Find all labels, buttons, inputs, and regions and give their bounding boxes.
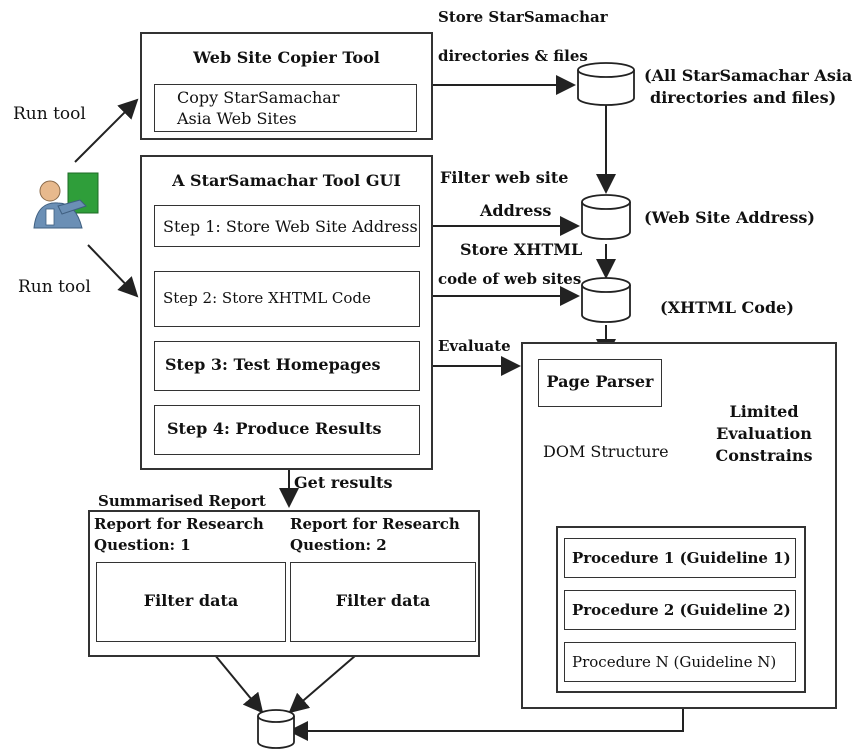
step2-label: Step 2: Store XHTML Code [163, 289, 371, 307]
summarised-report-title: Summarised Report [98, 492, 266, 510]
limited-label-line2: Evaluation [716, 424, 812, 443]
step4-box: Step 4: Produce Results [154, 405, 420, 455]
db-all-label-line2: directories and files) [650, 88, 837, 107]
step4-label: Step 4: Produce Results [167, 419, 382, 438]
run-tool-label-top: Run tool [13, 104, 86, 124]
store-directories-label-line1: Store StarSamachar [438, 8, 608, 26]
procedure-1-label: Procedure 1 (Guideline 1) [572, 549, 791, 567]
get-results-label: Get results [294, 473, 393, 492]
procedure-n-box: Procedure N (Guideline N) [564, 642, 796, 682]
database-xhtml-icon [581, 277, 631, 323]
summarised-report-box: Report for Research Question: 1 Report f… [88, 510, 480, 657]
copy-web-sites-box: Copy StarSamachar Asia Web Sites [154, 84, 417, 132]
filter-data-box-2: Filter data [290, 562, 476, 642]
dom-structure-label: DOM Structure [543, 442, 669, 461]
arrow-evaluator-to-db-bottom [288, 708, 684, 741]
report-q1-label-line2: Question: 1 [94, 536, 191, 554]
procedure-1-box: Procedure 1 (Guideline 1) [564, 538, 796, 578]
user-person-icon [33, 172, 99, 229]
limited-label-line3: Constrains [715, 446, 813, 465]
step3-label: Step 3: Test Homepages [165, 355, 381, 374]
limited-label-line1: Limited [729, 402, 799, 421]
filter-data-label-1: Filter data [143, 591, 239, 610]
store-xhtml-label-line2: code of web sites [438, 270, 582, 288]
database-all-icon [577, 62, 635, 106]
procedure-n-label: Procedure N (Guideline N) [572, 653, 777, 671]
arrow-run-tool-copier [74, 98, 139, 163]
db-web-address-label: (Web Site Address) [644, 208, 815, 227]
filter-web-site-label-line1: Filter web site [440, 168, 569, 187]
report-q1-label-line1: Report for Research [94, 515, 264, 533]
filter-web-site-label-line2: Address [480, 201, 552, 220]
database-web-address-icon [581, 194, 631, 240]
step1-label: Step 1: Store Web Site Address [163, 217, 418, 236]
evaluator-box: Page Parser DOM Structure Limited Evalua… [521, 342, 837, 709]
store-directories-label-line2: directories & files [438, 47, 588, 65]
report-q2-label-line2: Question: 2 [290, 536, 387, 554]
step3-box: Step 3: Test Homepages [154, 341, 420, 391]
store-xhtml-label-line1: Store XHTML [460, 240, 583, 259]
page-parser-box: Page Parser [538, 359, 662, 407]
report-q2-label-line1: Report for Research [290, 515, 460, 533]
run-tool-label-bottom: Run tool [18, 277, 91, 297]
procedure-2-label: Procedure 2 (Guideline 2) [572, 601, 791, 619]
arrow-run-tool-gui [87, 244, 139, 298]
filter-data-label-2: Filter data [335, 591, 431, 610]
db-all-label-line1: (All StarSamachar Asia [644, 66, 853, 85]
filter-data-box-1: Filter data [96, 562, 286, 642]
copy-web-sites-label: Copy StarSamachar Asia Web Sites [177, 88, 340, 128]
copier-tool-title: Web Site Copier Tool [193, 48, 380, 67]
database-results-icon [257, 709, 295, 749]
step1-box: Step 1: Store Web Site Address [154, 205, 420, 247]
page-parser-label: Page Parser [546, 372, 654, 391]
db-xhtml-label: (XHTML Code) [660, 298, 794, 317]
step2-box: Step 2: Store XHTML Code [154, 271, 420, 327]
gui-tool-box: A StarSamachar Tool GUI Step 1: Store We… [140, 155, 433, 470]
procedure-2-box: Procedure 2 (Guideline 2) [564, 590, 796, 630]
copier-tool-box: Web Site Copier Tool Copy StarSamachar A… [140, 32, 433, 140]
evaluate-label: Evaluate [438, 337, 511, 355]
procedures-box: Procedure 1 (Guideline 1) Procedure 2 (G… [556, 526, 806, 693]
gui-tool-title: A StarSamachar Tool GUI [172, 171, 401, 190]
